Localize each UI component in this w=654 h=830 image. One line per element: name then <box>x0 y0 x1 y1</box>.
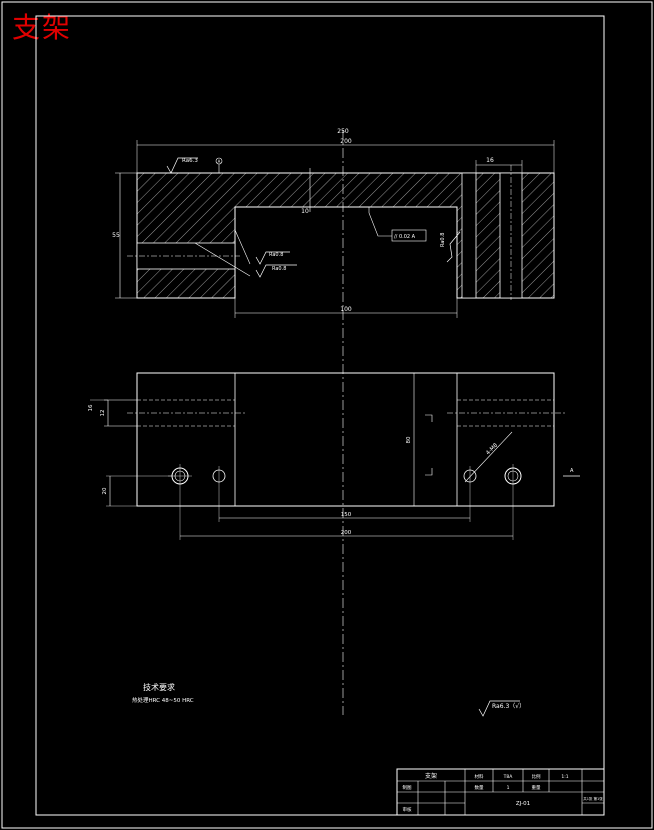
surface-top-left: Ra6.3 <box>182 158 198 164</box>
title-block: 支架 材料 T8A 比例 1:1 数量 1 重量 制图 审核 ZJ-01 共1张… <box>396 768 605 816</box>
section-mark: A <box>570 468 574 474</box>
tolerance-frame: // 0.02 A <box>394 234 416 240</box>
dim-notch-right: 16 <box>486 157 494 164</box>
dim-plan-center: 80 <box>406 436 412 443</box>
surface-slot-1: Ra0.8 <box>269 252 283 258</box>
dim-overall-top: 250 <box>337 128 349 135</box>
tb-material: T8A <box>503 774 514 780</box>
tech-req-line1: 热处理HRC 48~50 HRC <box>132 696 194 704</box>
dim-plan-bottom-outer: 200 <box>341 530 352 536</box>
inner-border <box>35 15 605 816</box>
tb-count: 1 <box>507 785 510 791</box>
tb-material-label: 材料 <box>475 773 484 780</box>
plan-view: 12 16 20 80 150 200 4-M8 A <box>88 372 580 540</box>
tb-scale: 1:1 <box>561 774 568 780</box>
tb-checked: 审核 <box>403 806 412 813</box>
dim-slot-bottom: 100 <box>340 306 352 313</box>
tb-count-label: 数量 <box>475 784 484 791</box>
tb-scale-label: 比例 <box>532 773 541 780</box>
tb-company: 共1张 第1张 <box>583 796 603 801</box>
roughness-symbol <box>478 700 520 717</box>
dim-overall-sub: 200 <box>340 138 352 145</box>
tb-drawn: 制图 <box>403 784 412 791</box>
tb-weight-label: 重量 <box>532 784 541 791</box>
surface-side-right: Ra0.8 <box>440 233 446 247</box>
tb-name: 支架 <box>425 772 437 780</box>
drawing-title: 支架 <box>12 11 73 44</box>
dim-center-mark: 10 <box>301 208 309 215</box>
dim-plan-left-bottom: 20 <box>102 487 108 494</box>
tech-req-heading: 技术要求 <box>143 682 175 692</box>
dim-plan-left-top: 16 <box>88 404 94 411</box>
dim-plan-bottom-inner: 150 <box>341 512 352 518</box>
section-view: 250 200 55 16 10 100 Ra6.3 A // 0.02 A <box>112 128 555 318</box>
surface-general: Ra6.3（√） <box>492 703 525 710</box>
dim-angle-hole: 4-M8 <box>485 442 499 456</box>
dim-height-left: 55 <box>112 232 120 239</box>
dim-plan-left-sub: 12 <box>100 410 106 417</box>
surface-slot-2: Ra0.8 <box>272 266 286 272</box>
tb-drawing-no: ZJ-01 <box>516 801 530 807</box>
datum-a: A <box>218 159 221 164</box>
